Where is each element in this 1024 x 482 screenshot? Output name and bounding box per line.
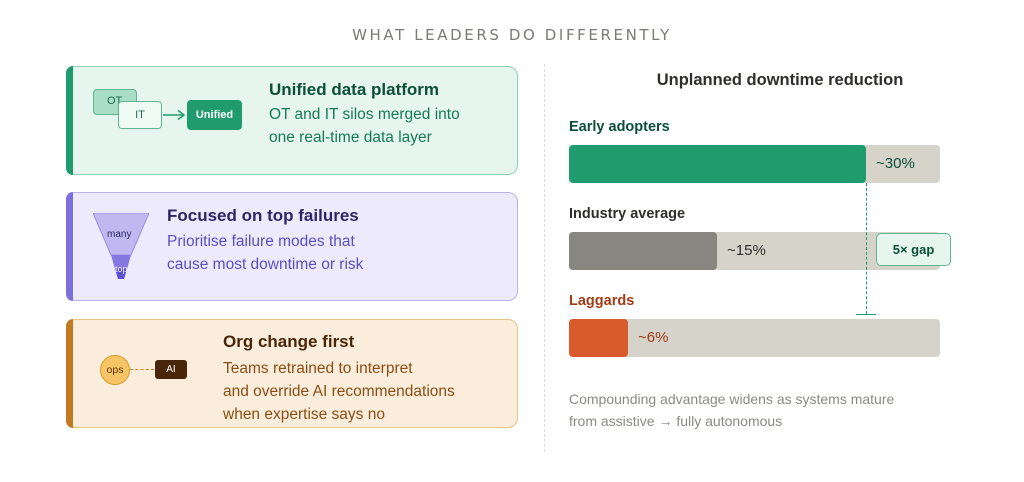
bar-track: ~6% [569,319,940,357]
card-description: Teams retrained to interpret and overrid… [223,357,455,426]
card-accent-bar [66,66,73,175]
bar-industry-average [569,232,717,270]
bar-value-label: ~30% [876,155,915,172]
gap-connector-cap [856,314,876,315]
description-line: when expertise says no [223,406,385,423]
section-divider [544,64,545,452]
ops-circle: ops [100,355,130,385]
bar-value-label: ~6% [638,329,669,346]
bar-track: ~30% [569,145,940,183]
card-accent-bar [66,319,73,428]
row-label-early-adopters: Early adopters [569,119,670,135]
footnote-line: from assistive → fully autonomous [569,413,783,429]
description-line: cause most downtime or risk [167,256,364,273]
card-unified-data-platform: OT IT Unified Unified data platform OT a… [66,66,518,175]
funnel-icon [93,213,149,279]
card-description: Prioritise failure modes that cause most… [167,230,363,276]
unified-box: Unified [187,100,242,130]
ai-box: AI [155,360,187,379]
description-line: OT and IT silos merged into [269,106,460,123]
card-accent-bar [66,192,73,301]
row-label-industry-average: Industry average [569,206,686,222]
row-label-laggards: Laggards [569,293,635,309]
funnel-top-label: many [107,229,132,240]
bar-laggards [569,319,628,357]
card-title: Org change first [223,332,355,351]
card-title: Unified data platform [269,80,440,99]
chart-footnote: Compounding advantage widens as systems … [569,388,894,432]
dashed-connector [130,369,154,370]
card-title: Focused on top failures [167,206,359,225]
gap-badge: 5× gap [876,233,951,266]
it-box: IT [118,101,162,129]
card-org-change-first: ops AI Org change first Teams retrained … [66,319,518,428]
description-line: Prioritise failure modes that [167,233,355,250]
arrow-right-icon [163,109,186,121]
card-focused-on-top-failures: many top Focused on top failures Priorit… [66,192,518,301]
bar-value-label: ~15% [727,242,766,259]
page-title: WHAT LEADERS DO DIFFERENTLY [352,26,672,44]
bar-early-adopters [569,145,866,183]
gap-connector-line [866,183,867,314]
card-description: OT and IT silos merged into one real-tim… [269,103,460,149]
footnote-line: Compounding advantage widens as systems … [569,391,895,407]
description-line: and override AI recommendations [223,383,455,400]
funnel-bottom-label: top [115,264,128,274]
chart-title: Unplanned downtime reduction [656,71,904,89]
description-line: Teams retrained to interpret [223,360,413,377]
description-line: one real-time data layer [269,129,432,146]
